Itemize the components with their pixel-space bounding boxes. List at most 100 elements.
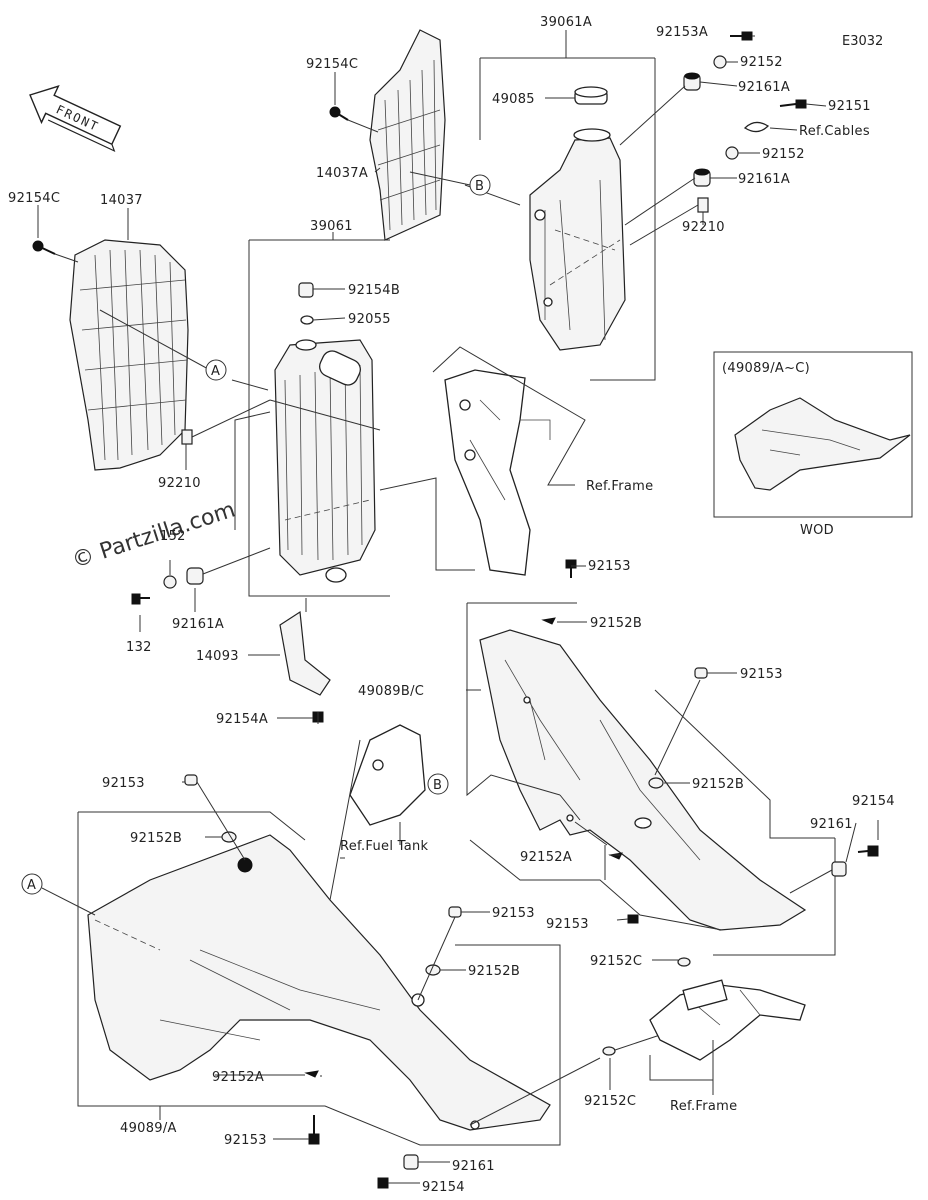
label-ref-fuel-tank: Ref.Fuel Tank — [340, 839, 429, 854]
bolt-92153-f-icon — [308, 1115, 320, 1145]
label-92152C-a: 92152C — [590, 954, 642, 969]
label-92154-right: 92154 — [852, 794, 895, 809]
bolt-92153-b-icon — [694, 667, 708, 679]
label-132: 132 — [126, 640, 152, 655]
label-ref-frame-low: Ref.Frame — [670, 1099, 737, 1114]
nut-92152B-b-icon — [648, 777, 664, 789]
bolt-92153-a-icon — [565, 559, 577, 578]
label-14093: 14093 — [196, 649, 239, 664]
clip-92210-left-icon — [181, 429, 193, 445]
grommet-92161-low-icon — [403, 1154, 419, 1170]
wod-caption: WOD — [800, 523, 834, 538]
shroud-14093 — [279, 610, 331, 696]
nut-92152C-a-icon — [677, 957, 691, 967]
callout-a-top: A — [205, 359, 227, 381]
label-92153-a: 92153 — [588, 559, 631, 574]
bolt-92153-e-icon — [448, 906, 462, 918]
bolt-132-icon — [131, 593, 150, 605]
label-ref-cables: Ref.Cables — [799, 124, 870, 139]
wod-inset-title: (49089/A~C) — [722, 361, 810, 376]
watermark: © Partzilla.com — [69, 497, 238, 573]
label-92153-b: 92153 — [740, 667, 783, 682]
label-92152-top: 92152 — [740, 55, 783, 70]
label-14037: 14037 — [100, 193, 143, 208]
label-92151: 92151 — [828, 99, 871, 114]
reservoir-tank-39061A — [479, 30, 656, 381]
nut-92152A-a-icon — [608, 852, 623, 860]
label-92161A-top: 92161A — [738, 80, 790, 95]
diagram-code: E3032 — [842, 34, 883, 49]
label-39061A: 39061A — [540, 15, 592, 30]
label-92154A: 92154A — [216, 712, 268, 727]
label-49085: 49085 — [492, 92, 535, 107]
wod-inset-box: (49089/A~C) WOD — [713, 351, 913, 538]
label-49089BC: 49089B/C — [358, 684, 424, 699]
label-49089A: 49089/A — [120, 1121, 177, 1136]
callout-a-top-letter: A — [211, 364, 220, 379]
frame-reference-mid — [444, 369, 551, 576]
callout-a-low-letter: A — [27, 878, 36, 893]
grommet-92161A-icon — [683, 72, 701, 91]
callout-b-top-letter: B — [475, 179, 484, 194]
fuel-tank-reference — [349, 724, 426, 826]
bolt-92151-icon — [779, 99, 807, 109]
clip-92210-right-icon — [697, 197, 709, 213]
cable-clip-icon — [743, 121, 770, 133]
callout-b-mid-letter: B — [433, 778, 442, 793]
frame-reference-low — [649, 979, 806, 1061]
label-92153-f: 92153 — [224, 1133, 267, 1148]
label-152: 152 — [160, 529, 186, 544]
shroud-49089A — [87, 834, 551, 1131]
callout-b-mid: B — [427, 773, 449, 795]
label-92055: 92055 — [348, 312, 391, 327]
radiator-guard-14037A — [369, 29, 446, 241]
bolt-92154-right-icon — [857, 845, 879, 857]
bolt-92153A-icon — [730, 31, 753, 41]
nut-152-icon — [163, 575, 177, 589]
label-92152B-c: 92152B — [130, 831, 182, 846]
radiator-39061 — [248, 232, 390, 597]
nut-92152-mid-icon — [725, 146, 739, 160]
grommet-92161A-mid-icon — [693, 168, 711, 187]
label-92154C-top: 92154C — [306, 57, 358, 72]
label-92153A: 92153A — [656, 25, 708, 40]
front-arrow-icon: FRONT — [29, 85, 122, 153]
label-92152A-a: 92152A — [520, 850, 572, 865]
label-92152C-b: 92152C — [584, 1094, 636, 1109]
label-92154C-left: 92154C — [8, 191, 60, 206]
label-14037A: 14037A — [316, 166, 368, 181]
bolt-92154-low-icon — [377, 1177, 389, 1189]
washer-92055-icon — [300, 315, 314, 325]
label-92152B-b: 92152B — [692, 777, 744, 792]
bolt-92153-d-icon — [184, 774, 198, 786]
label-39061: 39061 — [310, 219, 353, 234]
label-92152A-b: 92152A — [212, 1070, 264, 1085]
label-92161A-mid: 92161A — [738, 172, 790, 187]
label-92153-d: 92153 — [546, 917, 589, 932]
nut-92152B-a-icon — [541, 617, 556, 625]
label-ref-frame-mid: Ref.Frame — [586, 479, 653, 494]
label-92161-low: 92161 — [452, 1159, 495, 1174]
label-92152B-d: 92152B — [468, 964, 520, 979]
grommet-92161-right-icon — [831, 861, 847, 877]
callout-a-low: A — [21, 873, 43, 895]
nut-92152-icon — [713, 55, 727, 69]
bolt-92154B-icon — [298, 282, 314, 298]
label-92153-c: 92153 — [102, 776, 145, 791]
callout-b-top: B — [469, 174, 491, 196]
bolt-92153-c-icon — [627, 914, 639, 924]
radiator-guard-14037 — [69, 239, 189, 471]
nut-92152A-b-icon — [304, 1070, 319, 1078]
bolt-92154C-left-icon — [32, 240, 56, 255]
label-92153-e: 92153 — [492, 906, 535, 921]
label-92161-right: 92161 — [810, 817, 853, 832]
nut-92152C-b-icon — [602, 1046, 616, 1056]
label-92210-left: 92210 — [158, 476, 201, 491]
grommet-92161A-low-icon — [186, 567, 204, 585]
bolt-92154C-top-icon — [329, 106, 349, 121]
label-92210-right: 92210 — [682, 220, 725, 235]
label-92152-mid: 92152 — [762, 147, 805, 162]
label-92154B: 92154B — [348, 283, 400, 298]
label-92154-low: 92154 — [422, 1180, 465, 1195]
